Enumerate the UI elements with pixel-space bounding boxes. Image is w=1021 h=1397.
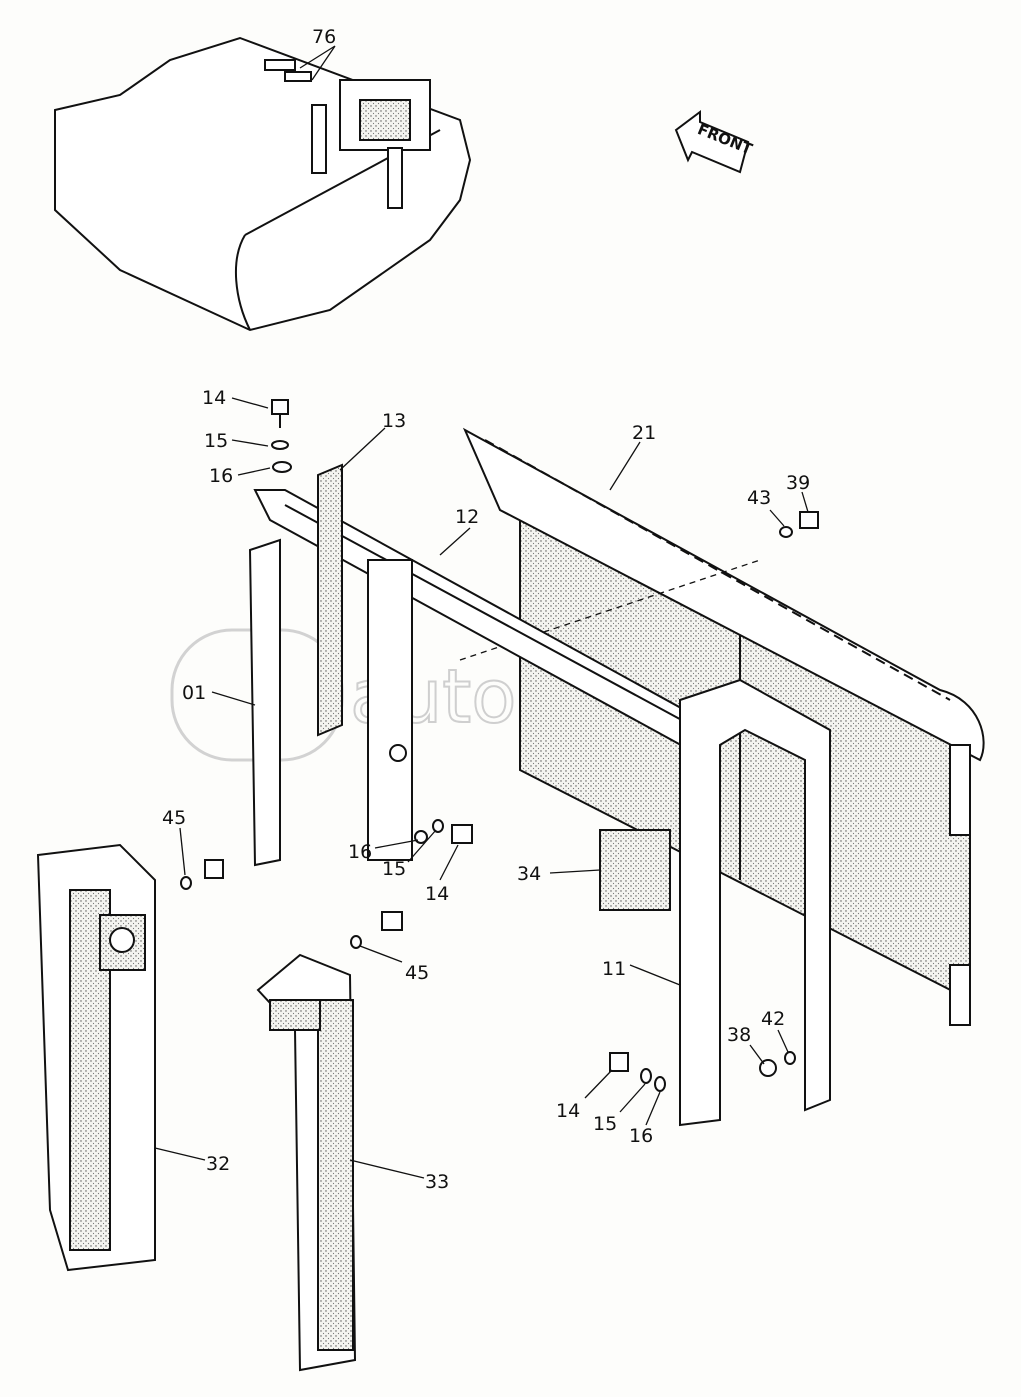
callout-11: 11 <box>602 958 626 980</box>
callout-01: 01 <box>182 682 206 704</box>
seal-33 <box>256 953 357 1372</box>
callout-34: 34 <box>517 863 541 885</box>
callout-15: 15 <box>382 858 406 880</box>
hardware <box>180 399 819 1092</box>
callout-16: 16 <box>629 1125 653 1147</box>
callout-38: 38 <box>727 1024 751 1046</box>
front-direction-arrow: FRONT <box>674 110 756 174</box>
callout-15: 15 <box>593 1113 617 1135</box>
callout-33: 33 <box>425 1171 449 1193</box>
callout-15: 15 <box>204 430 228 452</box>
callout-45: 45 <box>405 962 429 984</box>
seal-32 <box>36 843 156 1272</box>
radiator-core-21 <box>459 427 985 1026</box>
callout-13: 13 <box>382 410 406 432</box>
bracket-12 <box>248 463 733 867</box>
leader-lines <box>154 397 809 1179</box>
callout-32: 32 <box>206 1153 230 1175</box>
callout-16: 16 <box>209 465 233 487</box>
machine-housing <box>54 36 472 332</box>
callout-14: 14 <box>202 387 226 409</box>
callout-14: 14 <box>556 1100 580 1122</box>
callout-43: 43 <box>747 487 771 509</box>
stay-11 <box>599 678 831 1127</box>
callout-42: 42 <box>761 1008 785 1030</box>
callout-76: 76 <box>312 26 336 48</box>
callout-16: 16 <box>348 841 372 863</box>
callout-39: 39 <box>786 472 810 494</box>
callout-14: 14 <box>425 883 449 905</box>
callout-12: 12 <box>455 506 479 528</box>
callout-21: 21 <box>632 422 656 444</box>
callout-labels: 76 14 15 16 13 12 21 43 39 01 45 16 15 1… <box>162 26 810 1193</box>
callout-45: 45 <box>162 807 186 829</box>
